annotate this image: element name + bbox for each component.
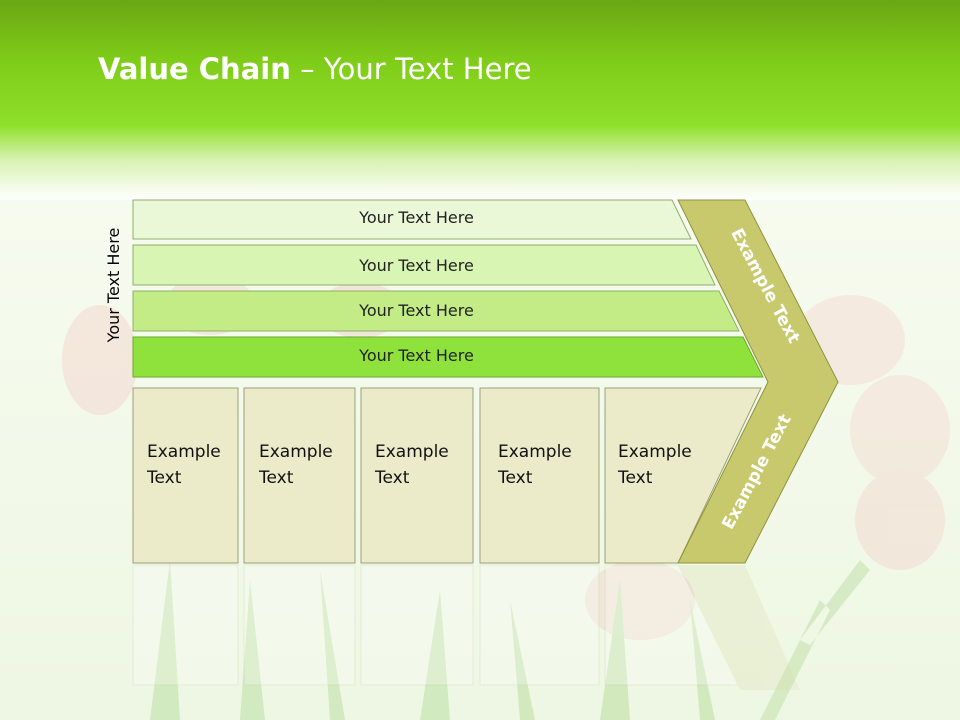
card-4 [479, 387, 600, 564]
tulip-background-image [0, 200, 960, 720]
title-bold: Value Chain [98, 52, 291, 86]
card-2 [243, 387, 356, 564]
card-5-label: Example Text [618, 442, 692, 488]
header-band [0, 0, 960, 200]
card-4-label: Example Text [498, 442, 572, 488]
bar-4 [132, 336, 764, 378]
bar-4-label: Your Text Here [359, 346, 474, 365]
bar-1 [132, 199, 692, 240]
card-3 [360, 387, 474, 564]
card-2-label: Example Text [259, 442, 333, 488]
bar-3-label: Your Text Here [359, 301, 474, 320]
card-3-label: Example Text [375, 442, 449, 488]
bar-3 [132, 290, 740, 332]
title-rest: – Your Text Here [290, 52, 532, 86]
bar-1-label: Your Text Here [359, 208, 474, 227]
bar-2-label: Your Text Here [359, 256, 474, 275]
card-1-label: Example Text [147, 442, 221, 488]
card-1 [132, 387, 239, 564]
chevron-arrow [677, 199, 839, 564]
bar-2 [132, 244, 716, 286]
slide-title: Value Chain – Your Text Here [98, 52, 532, 96]
